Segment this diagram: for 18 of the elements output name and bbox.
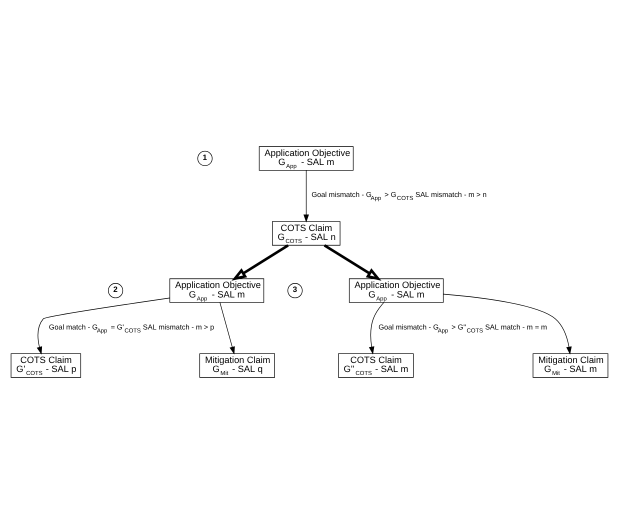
node-box: COTS Claim G$_{COTS}$ - SAL n	[272, 220, 340, 246]
arrow	[324, 244, 382, 280]
node-box: Mitigation Claim G$_{Mit}$ - SAL m	[532, 352, 608, 378]
arrow	[443, 293, 572, 354]
node-box: Mitigation Claim G$_{Mit}$ - SAL q	[199, 352, 275, 378]
node-box: COTS Claim G'$_{COTS}$ - SAL p	[10, 352, 82, 378]
arrow	[232, 244, 289, 280]
node-box: COTS Claim G''$_{COTS}$ - SAL m	[338, 352, 414, 378]
arrow	[368, 302, 384, 354]
arrow	[220, 302, 235, 354]
node-box: Application Objective G$_{App}$ - SAL m	[348, 278, 444, 302]
arrow	[303, 169, 309, 222]
node-box: Application Objective G$_{App}$ - SAL m	[169, 278, 264, 302]
arrow	[36, 297, 170, 354]
edge-label: Goal mismatch - G$_{App}$ > G$_{COTS}$ SAL mismatch - m > n	[311, 190, 487, 202]
node-box: Application Objective G$_{App}$ - SAL m	[258, 146, 354, 170]
edge-label: Goal mismatch - G$_{App}$ > G''$_{COTS}$ SAL match - m = m	[378, 322, 548, 334]
edge-label: Goal match - G$_{App}$ = G'$_{COTS}$ SAL mismatch - m > p	[48, 322, 214, 334]
